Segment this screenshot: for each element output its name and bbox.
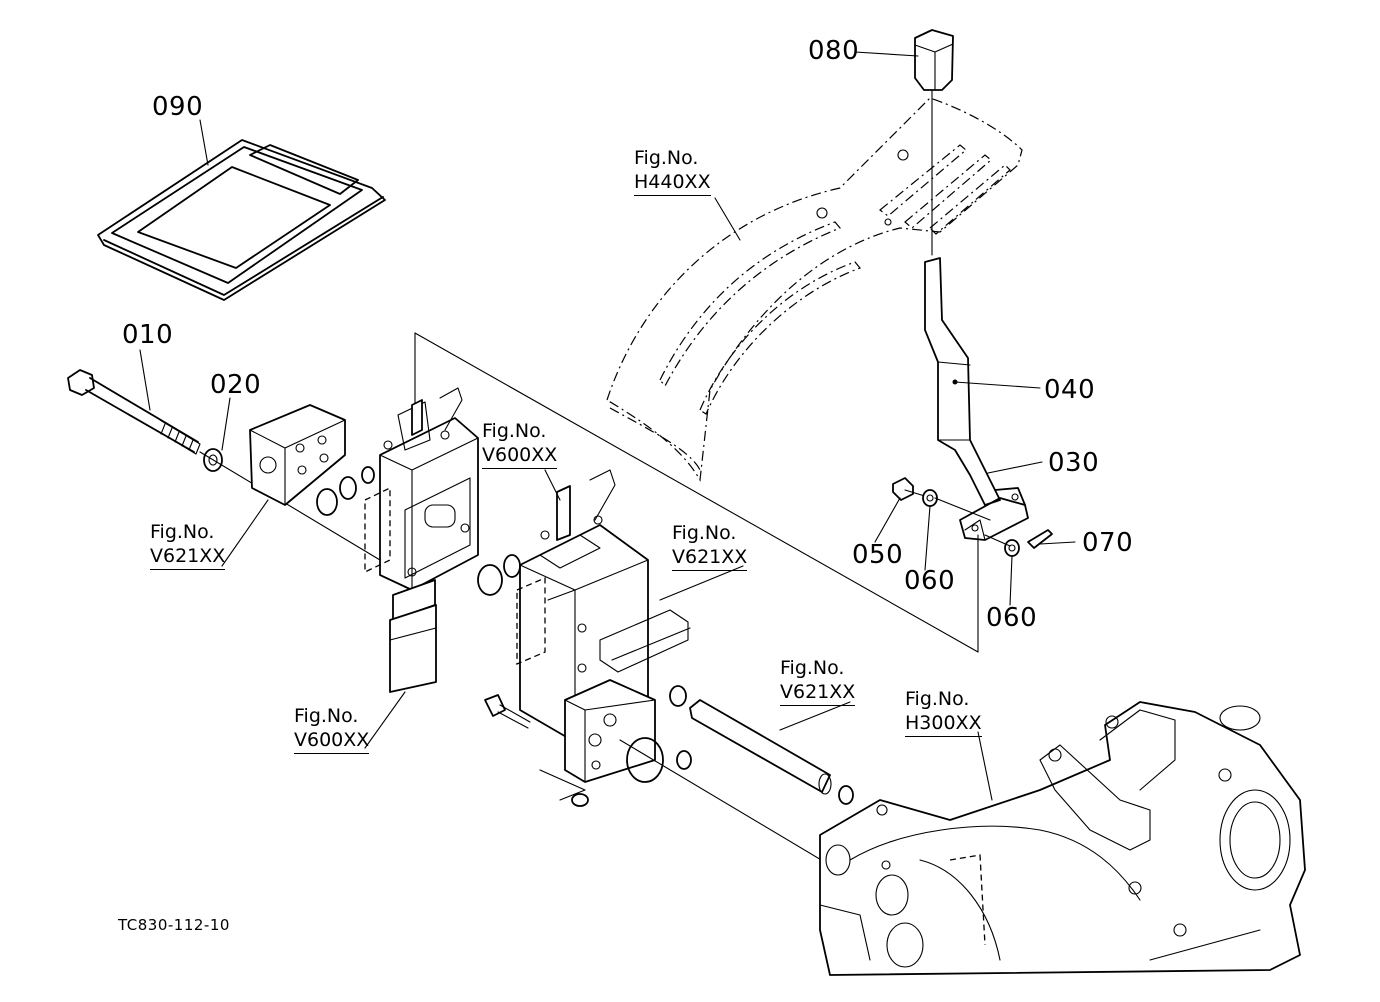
end-cover-plate: [249, 404, 346, 506]
pipe: [689, 699, 832, 795]
long-bolt-010: [67, 369, 201, 455]
lever-bracket: [959, 487, 1029, 541]
fig-ref-v621-middle-line1: Fig.No.: [672, 522, 737, 544]
fig-ref-v600-lower-line2: V600XX: [294, 728, 370, 754]
leader-lines: [139, 51, 1076, 801]
part-number-050: 050: [852, 540, 904, 570]
fig-ref-h300-line2: H300XX: [905, 711, 982, 737]
fig-ref-v621-middle-line2: V621XX: [672, 545, 748, 571]
fig-ref-v621-left-line2: V621XX: [150, 544, 226, 570]
cotter-pin-070: [1027, 529, 1053, 549]
part-number-060-upper: 060: [904, 566, 956, 596]
operator-manual-book: [97, 139, 386, 301]
lever-knob: [914, 29, 954, 91]
washer-060-lower: [1004, 539, 1020, 557]
drawing-code: TC830-112-10: [118, 916, 230, 934]
fig-ref-v621-left-line1: Fig.No.: [150, 521, 215, 543]
fig-ref-v621-left: Fig.No. V621XX: [150, 520, 226, 570]
fig-ref-v621-pipe-line1: Fig.No.: [780, 657, 845, 679]
part-number-040: 040: [1044, 375, 1096, 405]
fig-ref-v600-lower-line1: Fig.No.: [294, 705, 359, 727]
fig-ref-h300-line1: Fig.No.: [905, 688, 970, 710]
fig-ref-v600-upper: Fig.No. V600XX: [482, 419, 558, 469]
outlet-block: [539, 679, 656, 801]
part-number-020: 020: [210, 370, 262, 400]
part-number-090: 090: [152, 92, 204, 122]
fig-ref-v621-pipe-line2: V621XX: [780, 680, 856, 706]
part-number-010: 010: [122, 320, 174, 350]
part-number-030: 030: [1048, 448, 1100, 478]
fig-ref-v621-pipe: Fig.No. V621XX: [780, 656, 856, 706]
fig-ref-h440-line2: H440XX: [634, 170, 711, 196]
fig-ref-h300: Fig.No. H300XX: [905, 687, 982, 737]
fig-ref-h440: Fig.No. H440XX: [634, 146, 711, 196]
part-number-080: 080: [808, 36, 860, 66]
hose-fitting: [484, 694, 531, 729]
fig-ref-v600-lower: Fig.No. V600XX: [294, 704, 370, 754]
control-valve-section-1: [364, 387, 479, 693]
fig-ref-h440-line1: Fig.No.: [634, 147, 699, 169]
part-number-060-lower: 060: [986, 603, 1038, 633]
fig-ref-v621-middle: Fig.No. V621XX: [672, 521, 748, 571]
control-lever: [924, 257, 1001, 506]
part-number-070: 070: [1082, 528, 1134, 558]
fig-ref-v600-upper-line1: Fig.No.: [482, 420, 547, 442]
fig-ref-v600-upper-line2: V600XX: [482, 443, 558, 469]
lever-guide-panel: [606, 97, 1023, 482]
transmission-housing: [819, 701, 1306, 976]
